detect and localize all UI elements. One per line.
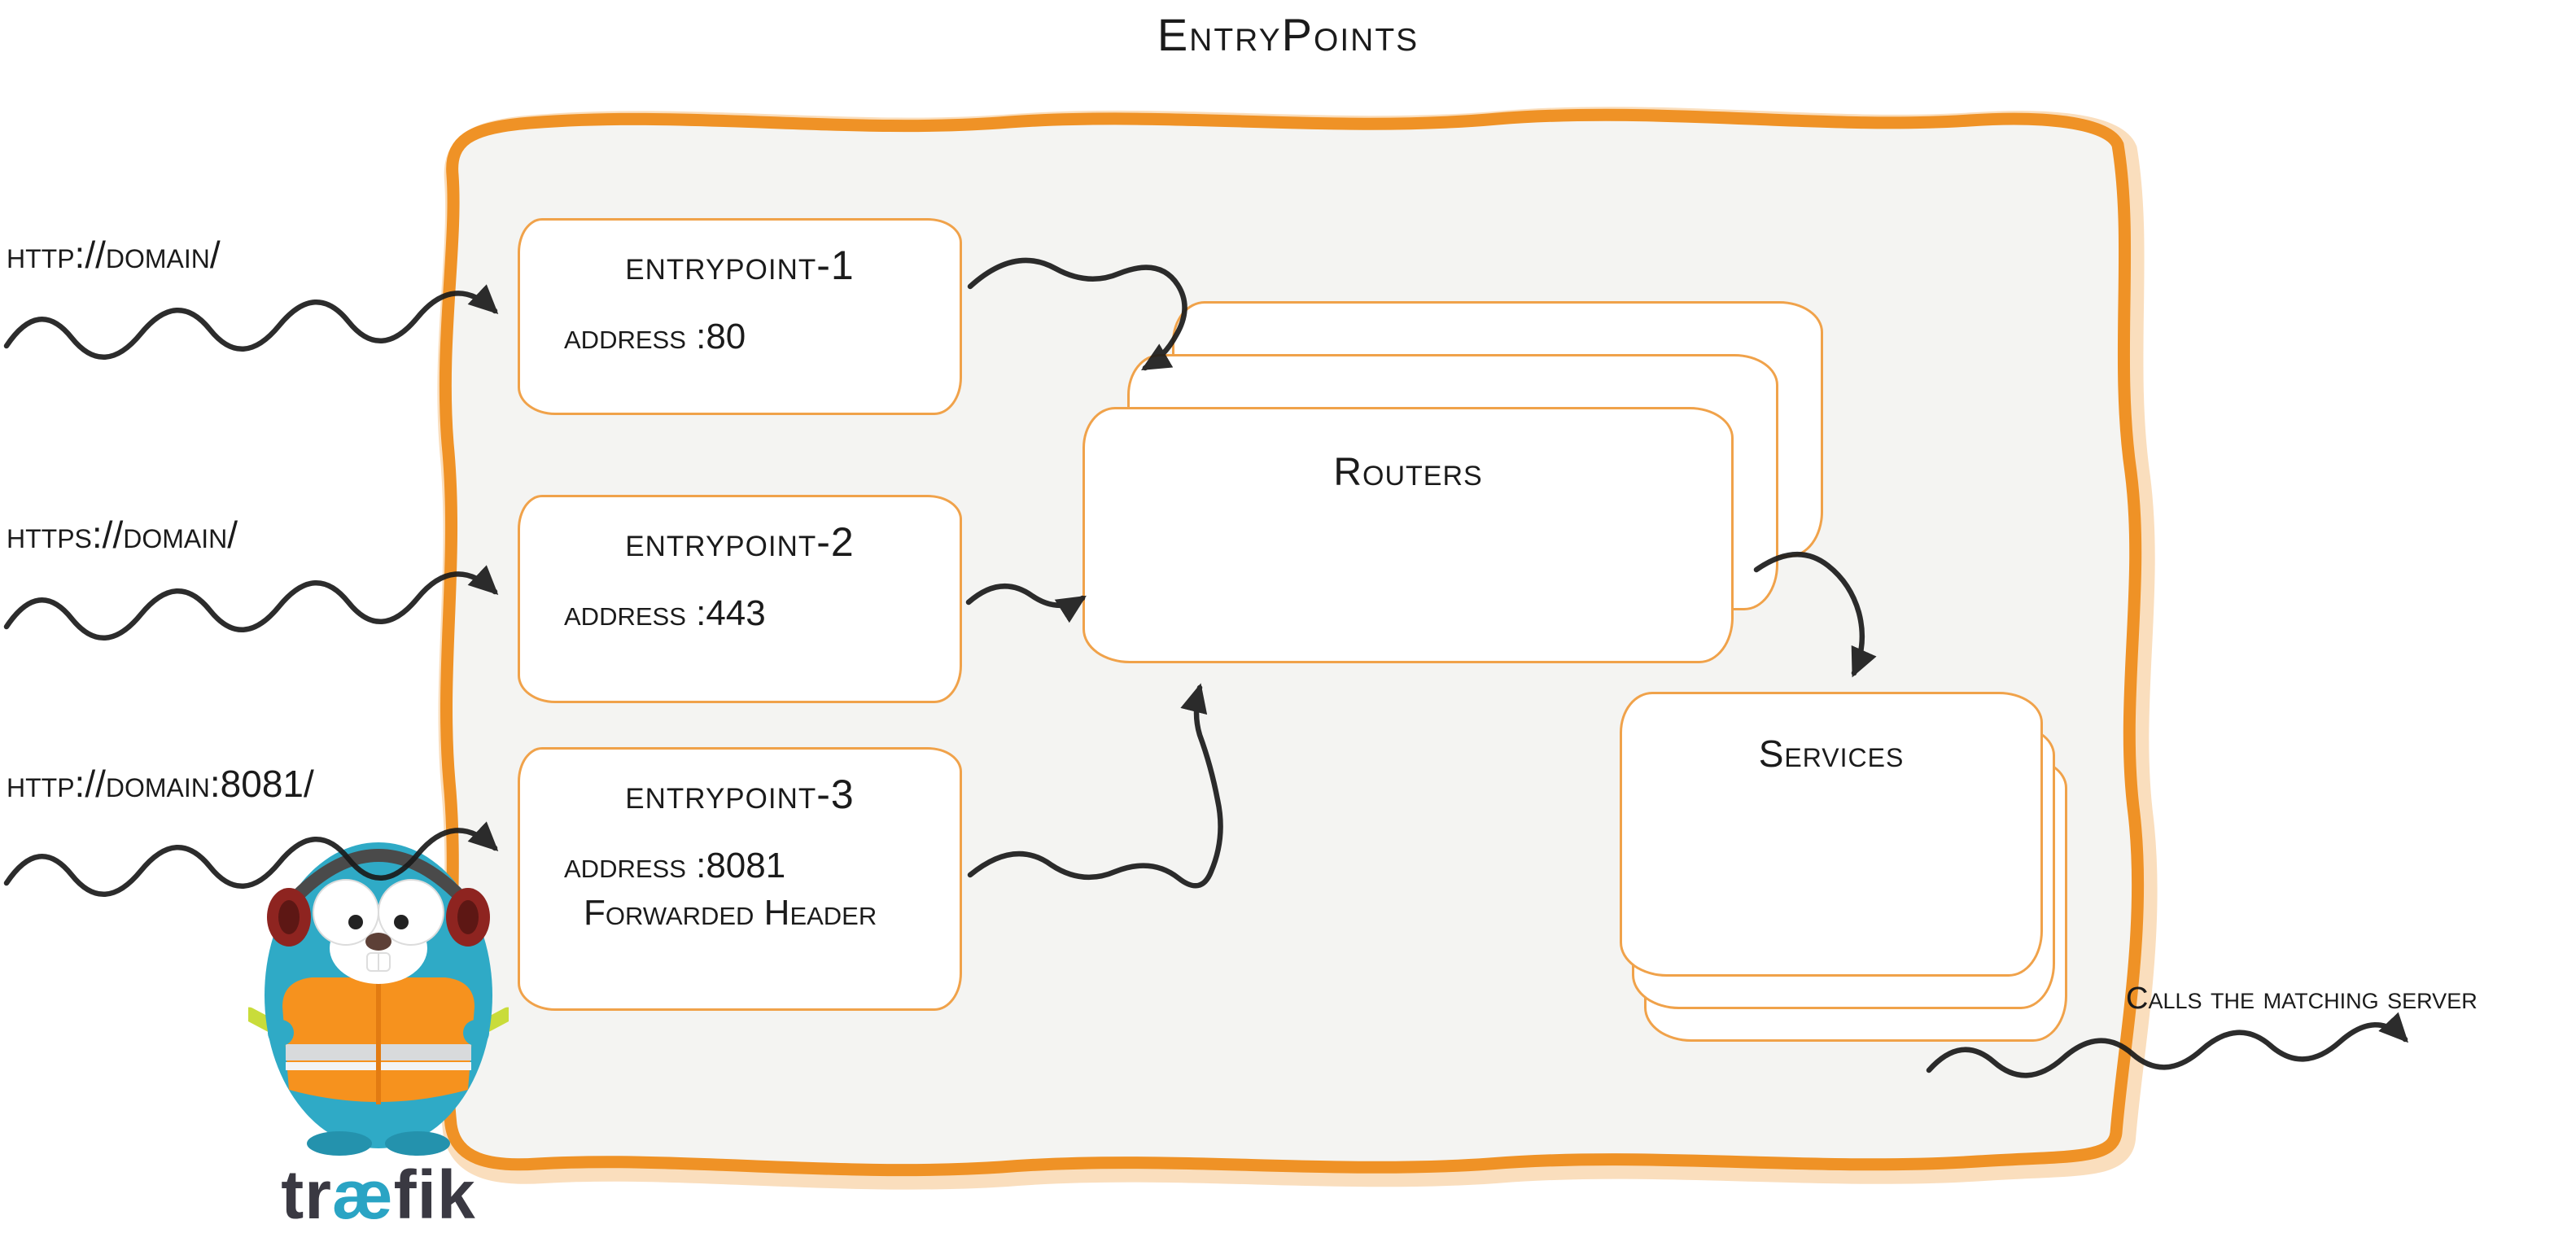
entrypoint-3-name: entrypoint-3 — [625, 772, 855, 817]
request-label-http-domain-8081: http://domain:8081/ — [7, 763, 314, 805]
logo-suffix: fik — [393, 1156, 476, 1233]
traefik-logo: træfik — [244, 1156, 513, 1233]
headphone-cup-left-icon — [267, 888, 311, 947]
glow-stick-right — [441, 1007, 509, 1053]
gopher-vest — [282, 977, 475, 1102]
headphone-cup-right-icon — [446, 888, 490, 947]
logo-prefix: tr — [281, 1156, 332, 1233]
entrypoint-3-address: address :8081 — [564, 846, 786, 885]
gopher-foot-right — [385, 1131, 450, 1156]
gopher-foot-left — [307, 1131, 372, 1156]
entrypoint-3-forwarded-header: Forwarded Header — [584, 893, 877, 933]
gopher-pupil-left — [348, 915, 363, 929]
entrypoint-1-box: entrypoint-1 address :80 — [518, 218, 962, 415]
services-label: Services — [1758, 732, 1905, 775]
gopher-pupil-right — [394, 915, 409, 929]
gopher-eye-left — [313, 879, 379, 946]
gopher-paw-right — [463, 1020, 489, 1046]
headphones-band-icon — [291, 849, 466, 903]
entrypoint-1-address: address :80 — [564, 317, 746, 356]
arrow-request-3 — [3, 821, 499, 898]
logo-ae-ligature: æ — [331, 1156, 394, 1233]
routers-box: Routers — [1082, 407, 1734, 663]
entrypoint-3-box: entrypoint-3 address :8081 Forwarded Hea… — [518, 747, 962, 1011]
traefik-gopher-mascot — [248, 842, 509, 1156]
arrow-entrypoint-2-to-routers — [965, 584, 1087, 623]
arrow-entrypoint-3-to-routers — [967, 683, 1223, 889]
routers-label: Routers — [1333, 451, 1483, 494]
entrypoint-2-address: address :443 — [564, 593, 766, 633]
gopher-body — [265, 842, 492, 1148]
gopher-teeth — [366, 952, 391, 972]
request-label-http-domain: http://domain/ — [7, 234, 221, 276]
glow-stick-left — [248, 1007, 316, 1053]
arrow-request-1 — [3, 284, 499, 361]
entrypoint-2-name: entrypoint-2 — [625, 519, 855, 565]
arrow-entrypoint-1-to-routers — [967, 257, 1187, 371]
entrypoint-1-name: entrypoint-1 — [625, 243, 855, 288]
gopher-eye-right — [378, 879, 444, 946]
headphone-cup-left-inner — [278, 900, 300, 934]
gopher-nose — [365, 933, 391, 951]
gopher-paw-left — [268, 1020, 294, 1046]
entrypoint-2-box: entrypoint-2 address :443 — [518, 495, 962, 703]
vest-stripe-white — [286, 1062, 471, 1070]
services-box: Services — [1620, 692, 2043, 977]
gopher-muzzle — [330, 912, 427, 984]
arrow-request-2 — [3, 565, 499, 641]
exit-note: Calls the matching server — [2126, 982, 2478, 1016]
headphone-cup-right-inner — [457, 900, 479, 934]
request-label-https-domain: https://domain/ — [7, 514, 238, 556]
vest-stripe-gray — [286, 1044, 471, 1060]
diagram-title: EntryPoints — [1157, 9, 1419, 60]
